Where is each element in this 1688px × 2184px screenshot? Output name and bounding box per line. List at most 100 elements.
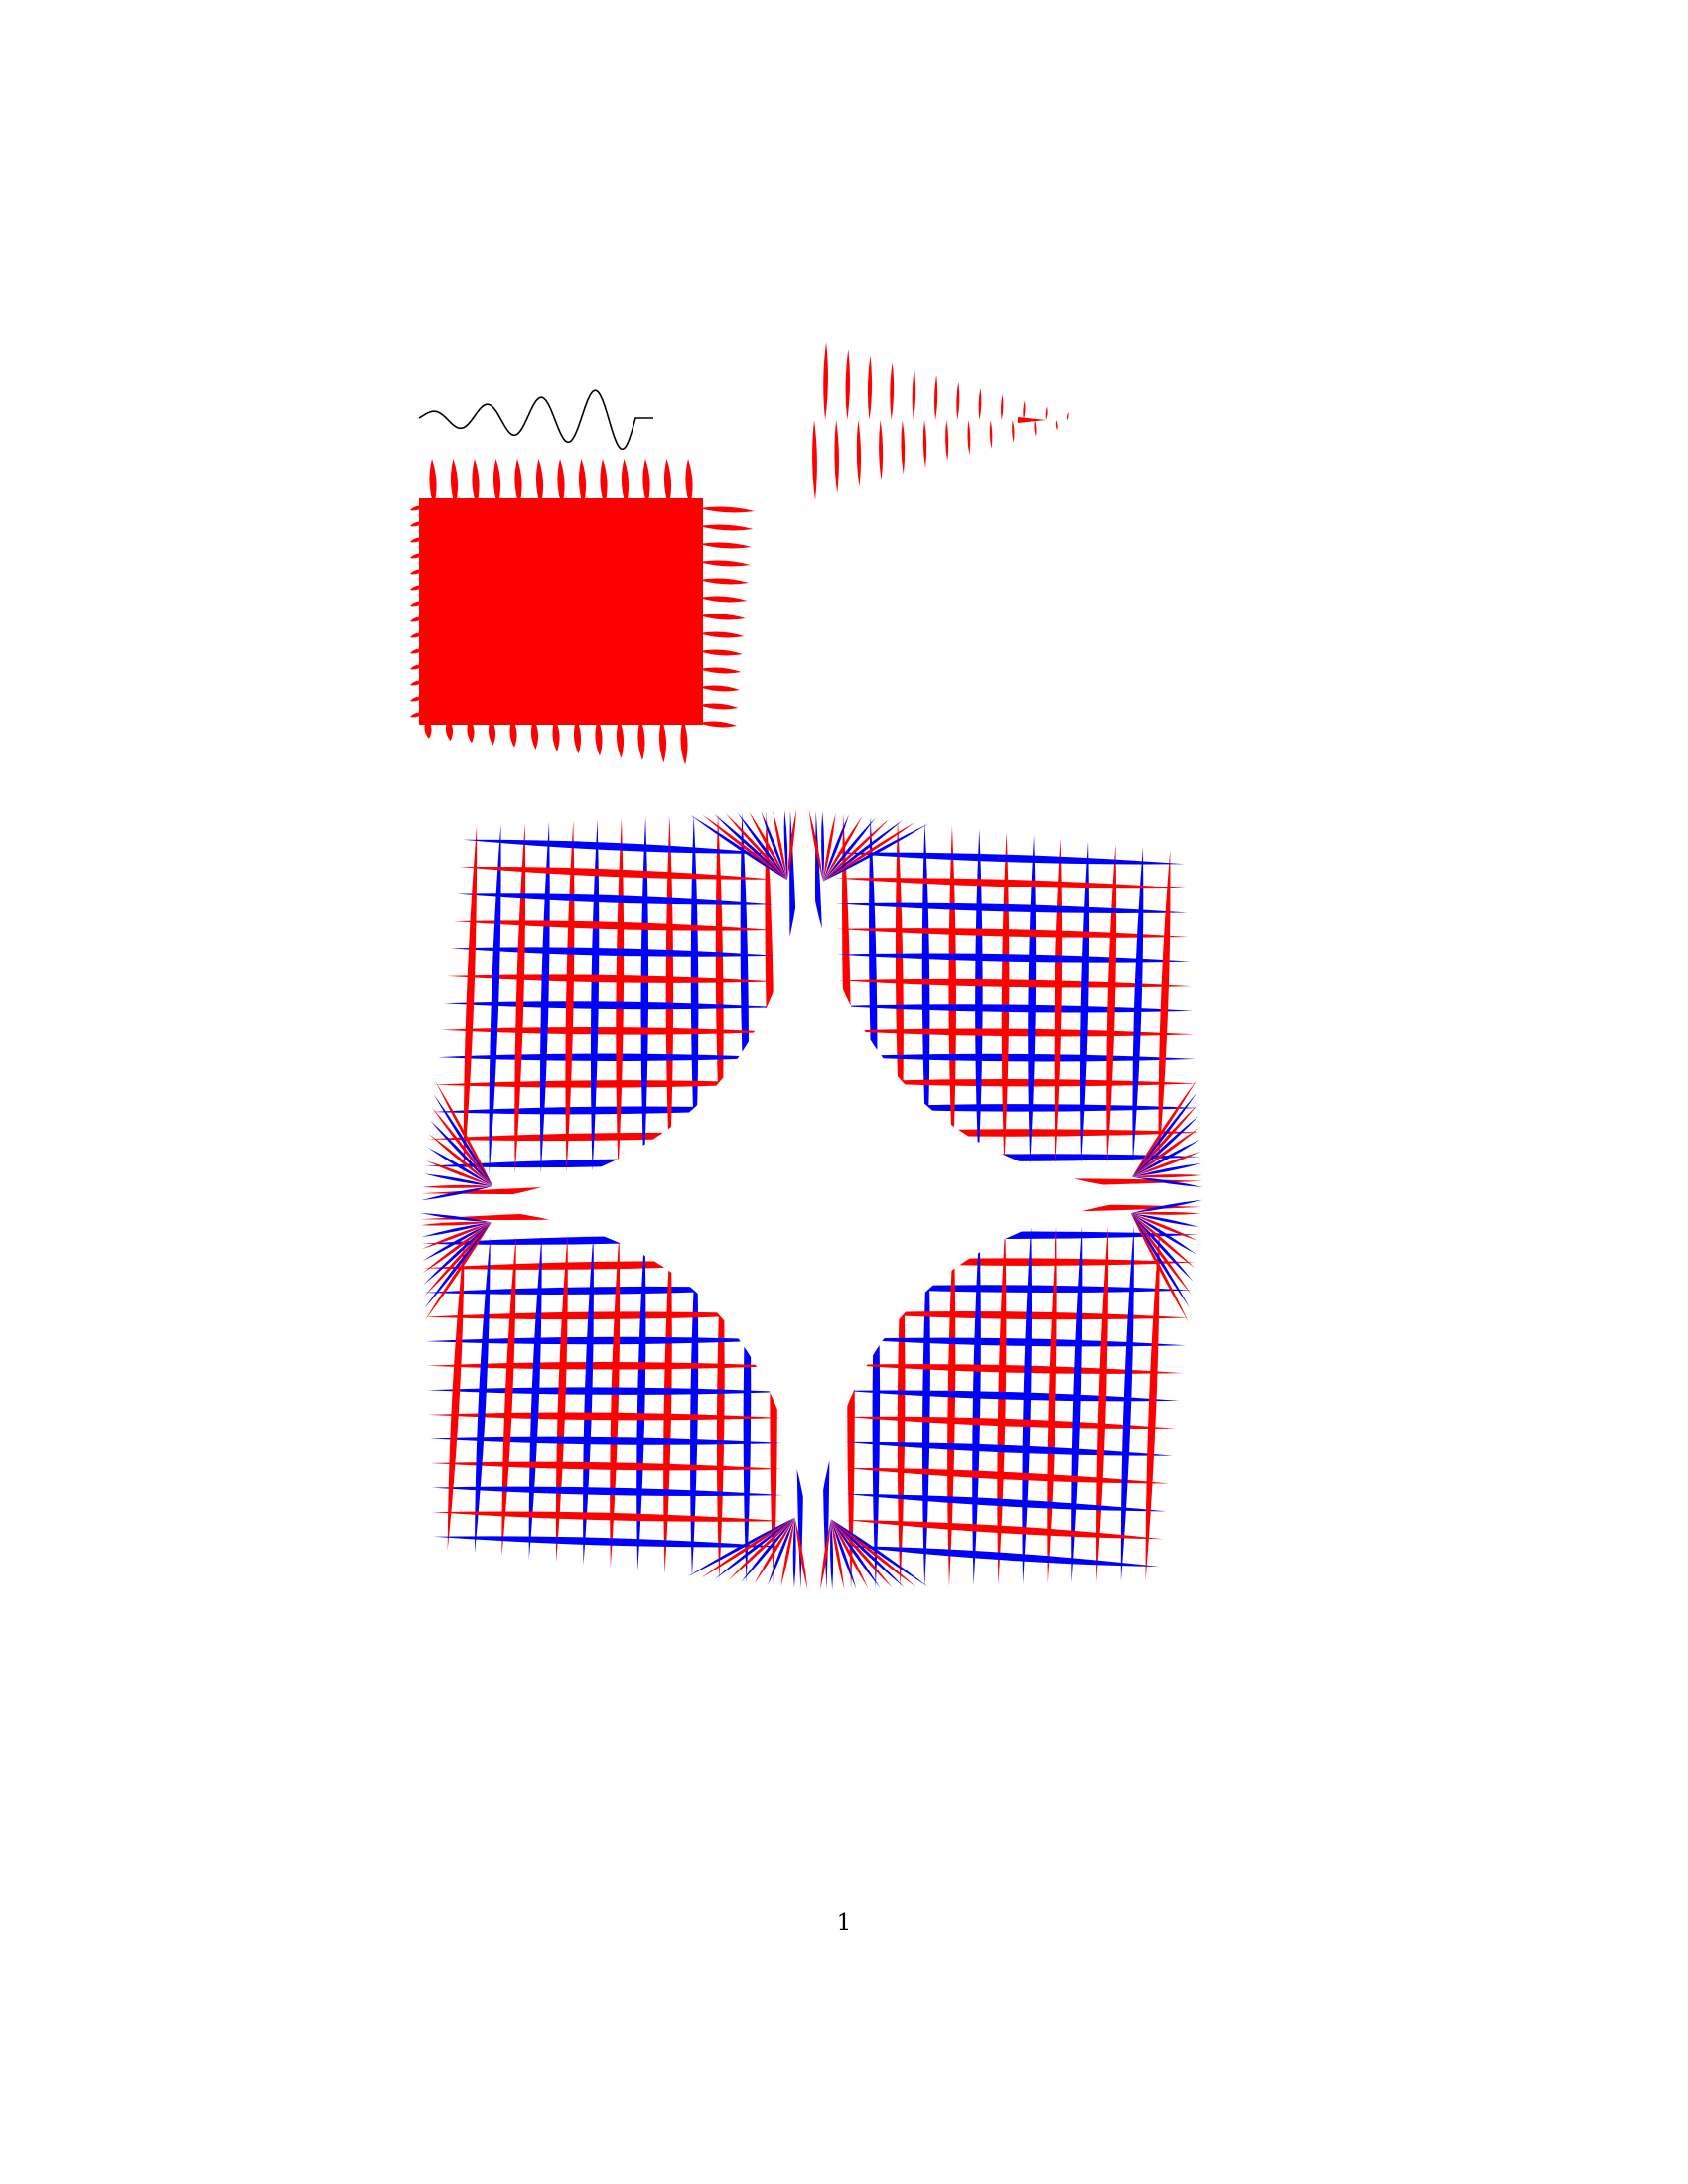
star-lobe <box>457 893 774 905</box>
bottom-edge-lobe <box>509 719 517 748</box>
star-lobe <box>839 1028 1195 1037</box>
decay-lobe <box>834 420 839 494</box>
decay-lobe <box>879 420 884 481</box>
star-fan-lobe <box>1130 1213 1196 1255</box>
star-fan-lobe <box>749 811 787 881</box>
star-fan-lobe <box>830 1519 893 1588</box>
star-fan-lobe <box>830 1519 881 1589</box>
star-fan-lobe <box>422 1184 493 1188</box>
left-edge-lobe <box>410 601 423 607</box>
star-fan-lobe <box>792 1517 796 1588</box>
star-fan-lobe <box>727 1517 795 1581</box>
star-fan-lobe <box>714 1517 795 1579</box>
star-lobe <box>1071 1225 1083 1583</box>
star-lobe <box>425 1336 782 1345</box>
star-fan-lobe <box>1130 1213 1189 1322</box>
star-fan-lobe <box>421 1222 492 1250</box>
page-number: 1 <box>836 1910 852 1936</box>
bottom-edge-lobe <box>680 719 688 765</box>
star-lobe <box>844 1364 1183 1374</box>
bottom-edge-lobe <box>467 719 475 744</box>
star-lobe <box>528 1235 542 1560</box>
top-edge-lobe <box>663 459 672 506</box>
star-lobe <box>844 1390 1180 1402</box>
star-fan-lobe <box>1130 1213 1191 1308</box>
star-fan-lobe <box>424 1222 492 1321</box>
star-lobe <box>428 1412 782 1421</box>
star-lobe <box>948 825 956 1165</box>
star-fan-lobe <box>1130 1199 1203 1214</box>
right-edge-lobe <box>699 542 752 549</box>
star-lobe <box>835 878 1187 889</box>
star-fan-lobe <box>823 814 849 882</box>
star-fan-lobe <box>1130 1213 1198 1241</box>
star-lobe <box>972 1227 981 1586</box>
star-fan-lobe <box>1132 1151 1201 1177</box>
left-edge-lobe <box>410 648 423 654</box>
decay-lobe <box>922 420 927 469</box>
star-fan-lobe <box>1132 1079 1197 1177</box>
star-lobe <box>665 815 674 1170</box>
star-fan-lobe <box>701 1517 795 1578</box>
star-fan-lobe <box>754 1517 795 1584</box>
left-edge-lobe <box>410 521 423 527</box>
top-edge-lobe <box>578 459 587 506</box>
star-lobe <box>555 1234 568 1563</box>
star-fan-lobe <box>1132 1139 1200 1177</box>
star-fan-lobe <box>1130 1211 1201 1215</box>
star-lobe <box>429 1436 782 1445</box>
bottom-edge-lobe <box>595 719 603 756</box>
star-lobe <box>539 821 550 1173</box>
star-lobe <box>1047 1226 1057 1584</box>
right-edge-lobe <box>699 596 748 603</box>
left-edge-lobe <box>410 616 423 622</box>
decay-lobe <box>856 420 862 487</box>
right-edge-lobe <box>699 703 739 710</box>
star-lobe <box>834 852 1185 865</box>
sine-wave-line <box>418 389 653 451</box>
star-fan-lobe <box>422 1222 492 1274</box>
star-lobe <box>514 823 526 1174</box>
star-fan-lobe <box>431 1107 493 1186</box>
star-fan-lobe <box>741 1517 795 1582</box>
star-lobe <box>583 1234 594 1566</box>
star-lobe <box>838 1004 1194 1013</box>
star-lobe <box>1132 847 1144 1163</box>
top-edge-lobe <box>621 459 630 506</box>
left-edge-lobe <box>410 569 423 575</box>
star-fan-lobe <box>830 1519 857 1589</box>
star-fan-lobe <box>690 814 787 881</box>
star-lobe <box>1079 841 1090 1163</box>
bottom-edge-lobe <box>530 719 539 750</box>
star-lobe <box>437 1053 777 1062</box>
star-fan-lobe <box>830 1519 869 1589</box>
right-edge-lobe <box>699 721 737 728</box>
bottom-edge-lobe <box>488 719 496 746</box>
star-fan-lobe <box>687 1517 795 1576</box>
star-fan-lobe <box>428 1134 493 1186</box>
decay-lobe <box>978 387 982 420</box>
decay-lobe <box>1034 420 1037 437</box>
star-fan-lobe <box>1132 1115 1199 1177</box>
star-lobe <box>836 902 1188 913</box>
right-edge-lobe <box>699 524 754 531</box>
star-fan-lobe <box>821 811 825 882</box>
left-edge-lobe <box>410 585 423 591</box>
star-fan-lobe <box>830 1519 845 1590</box>
top-edge-lobe <box>429 459 437 506</box>
star-fan-lobe <box>1130 1213 1199 1228</box>
right-edge-lobe <box>699 578 749 585</box>
right-edge-lobe <box>699 649 743 656</box>
decay-lobe <box>1045 406 1048 420</box>
star-lobe <box>845 1546 1160 1568</box>
star-lobe <box>463 839 773 854</box>
star-fan-lobe <box>783 809 788 881</box>
top-edge-lobe <box>514 459 522 506</box>
star-lobe <box>427 1387 782 1395</box>
right-edge-lobe <box>699 506 755 513</box>
star-fan-lobe <box>780 1517 795 1587</box>
decay-lobe <box>912 368 916 420</box>
top-edge-lobe <box>535 459 544 506</box>
star-lobe <box>447 974 775 983</box>
